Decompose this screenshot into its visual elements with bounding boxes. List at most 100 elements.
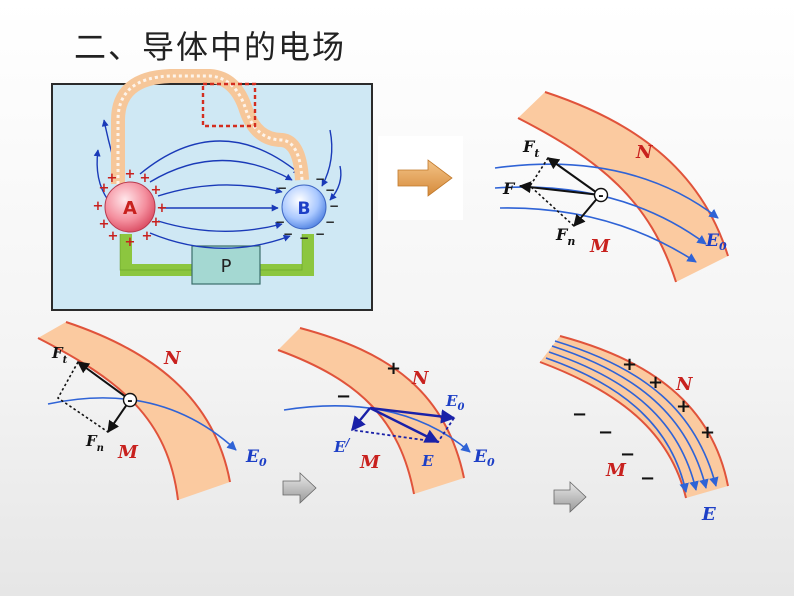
orange-arrow-shape xyxy=(397,159,453,197)
conductor-segment xyxy=(278,328,464,494)
label-ft: Ft xyxy=(522,137,539,160)
plus-sign: + xyxy=(125,167,136,182)
plus-sign: + xyxy=(157,201,168,216)
surface-charges: + + + + − − − − xyxy=(572,354,715,489)
sphere-b-label: B xyxy=(298,199,311,219)
label-n: N xyxy=(163,348,182,369)
plus-sign: + xyxy=(151,183,162,198)
sphere-a xyxy=(104,181,156,233)
field-line xyxy=(499,207,697,263)
plus-sign: + xyxy=(386,358,401,379)
plus-sign: + xyxy=(140,171,151,186)
label-e0: E0 xyxy=(245,447,267,469)
minus-sign: − xyxy=(325,215,335,229)
minus-sign: − xyxy=(572,404,587,425)
electron-sign: - xyxy=(598,189,603,204)
plus-sign: + xyxy=(125,235,136,250)
label-e-prime: E/ xyxy=(333,436,350,456)
label-fn: Fn xyxy=(555,225,575,248)
electron xyxy=(122,392,138,408)
minus-sign: − xyxy=(315,172,325,186)
minus-sign: − xyxy=(283,227,293,241)
plus-sign: + xyxy=(676,396,691,417)
device-p-label: P xyxy=(221,256,232,277)
parallelogram-dotted xyxy=(528,157,575,227)
parallelogram-dotted xyxy=(56,361,109,433)
field-line xyxy=(551,345,709,489)
conductor-edge-lower xyxy=(539,361,687,499)
field-line xyxy=(283,405,471,453)
field-line xyxy=(149,159,293,183)
field-line xyxy=(494,163,719,219)
conductor-segment xyxy=(540,336,728,498)
field-line xyxy=(545,357,689,493)
minus-sign: − xyxy=(299,231,309,245)
conductor-segment xyxy=(518,92,728,282)
label-m: M xyxy=(359,452,381,473)
label-m: M xyxy=(605,460,627,481)
electron-sign: - xyxy=(127,394,132,409)
label-n: N xyxy=(675,374,694,395)
label-ft: Ft xyxy=(51,344,68,366)
page-title: 二、导体中的电场 xyxy=(74,28,347,66)
plus-sign: + xyxy=(700,422,715,443)
field-line xyxy=(157,220,283,232)
force-resultant-arrow xyxy=(518,181,601,196)
plus-sign: + xyxy=(648,372,663,393)
conductor-edge-upper xyxy=(65,321,231,483)
plus-sign: + xyxy=(151,215,162,230)
next-step-arrow xyxy=(378,136,463,220)
minus-sign: − xyxy=(277,181,287,195)
panel-equilibrium: + + + + − − − − N M E xyxy=(539,335,729,525)
minus-sign: − xyxy=(640,468,655,489)
plus-sign: + xyxy=(107,171,118,186)
panel-field-between-spheres: P A + + + + + + + + xyxy=(51,69,373,311)
label-e: E xyxy=(421,452,434,470)
conductor-edge-lower xyxy=(517,117,677,283)
conductor-edge-upper xyxy=(544,91,729,257)
sphere-a-label: A xyxy=(123,198,137,219)
field-line xyxy=(554,340,719,487)
label-e: E xyxy=(701,504,716,525)
plus-sign: + xyxy=(99,181,110,196)
minus-sign: − xyxy=(275,215,285,229)
conductor-segment xyxy=(38,322,230,500)
field-line xyxy=(139,140,301,175)
label-m: M xyxy=(117,442,139,463)
minus-sign: − xyxy=(620,444,635,465)
panel-charge-accumulation: + − N M E0 E/ E E0 xyxy=(277,327,495,495)
minus-sign: − xyxy=(315,227,325,241)
zoom-region-box xyxy=(201,82,257,128)
plus-sign: + xyxy=(108,229,119,244)
field-e-prime-arrow xyxy=(351,407,371,432)
conductor-edge-upper xyxy=(299,327,465,479)
device-p-box xyxy=(191,245,261,285)
parallelogram-dotted xyxy=(351,417,455,443)
label-f: F xyxy=(502,179,516,198)
step-arrow-2 xyxy=(553,481,587,513)
plus-charges-a: + + + + + + + + + + + + xyxy=(93,167,168,250)
panel-force-initial: - Ft F Fn N M E0 xyxy=(494,91,729,283)
minus-sign: − xyxy=(329,199,339,213)
label-fn: Fn xyxy=(85,432,104,454)
field-line xyxy=(47,397,237,451)
label-e0: E0 xyxy=(473,447,495,469)
panel-force-decomposition: - Ft Fn N M E0 xyxy=(37,321,267,501)
field-line xyxy=(321,129,333,187)
field-resultant-e-arrow xyxy=(369,406,440,444)
conductor-edge-upper xyxy=(559,335,729,487)
field-e0-arrow xyxy=(369,406,456,424)
field-line xyxy=(329,165,342,201)
label-e0: E0 xyxy=(705,231,727,253)
field-lines-ab xyxy=(93,119,342,249)
label-m: M xyxy=(589,236,611,257)
field-line xyxy=(93,149,109,201)
conductor-edge-lower xyxy=(277,349,415,495)
plus-sign: + xyxy=(622,354,637,375)
force-tangential-arrow xyxy=(77,361,131,401)
sphere-b xyxy=(281,184,327,230)
minus-sign: − xyxy=(336,386,351,407)
internal-field-lines xyxy=(545,340,719,493)
label-e0-vector: E0 xyxy=(445,392,464,413)
